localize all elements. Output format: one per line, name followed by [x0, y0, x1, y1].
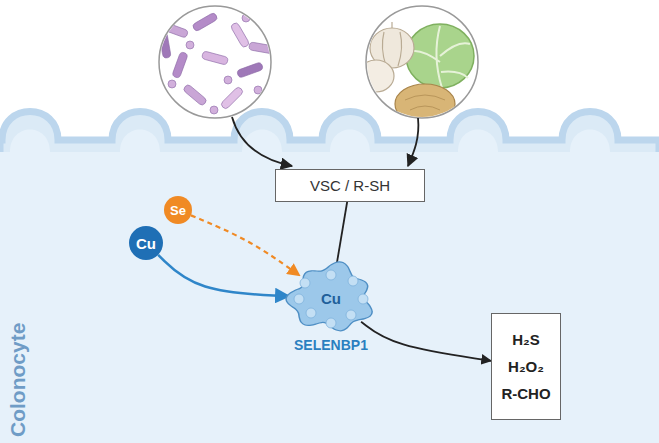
input-arrow — [408, 118, 418, 166]
ion-circle: Se — [164, 196, 192, 224]
product-label: H₂S — [512, 331, 540, 348]
illustration-part — [159, 6, 271, 118]
element-symbol: Se — [170, 203, 186, 218]
coccus — [254, 86, 262, 94]
connector-arrow — [191, 215, 300, 275]
illustration-part — [358, 22, 474, 124]
connector-arrow — [361, 322, 491, 361]
protein-body — [286, 262, 372, 331]
product-label: H₂O₂ — [508, 358, 544, 375]
bacterium — [249, 42, 276, 54]
bacterium — [161, 22, 188, 38]
cell-name: Colonocyte — [6, 323, 30, 437]
bacterium — [192, 12, 219, 32]
bacteria-inset — [159, 6, 276, 118]
protein-texture — [358, 294, 368, 304]
protein-texture — [294, 294, 304, 304]
protein-blob: CuSELENBP1 — [283, 261, 379, 353]
vegetable-inset — [358, 6, 478, 124]
connector-arrow — [158, 255, 289, 296]
protein-texture — [300, 278, 310, 288]
bacterium — [230, 22, 250, 49]
garlic — [358, 60, 394, 92]
bacterium — [236, 62, 263, 78]
cell-region: VSC / R-SHSeCuCuSELENBP1H₂SH₂O₂R-CHOColo… — [0, 95, 659, 443]
cell-cytoplasm — [0, 130, 659, 443]
input-arrow — [232, 117, 292, 166]
connector-arrow — [337, 202, 348, 265]
cabbage-veins — [410, 26, 470, 88]
coccus — [210, 106, 218, 114]
coccus — [224, 76, 232, 84]
box-label: VSC / R-SH — [310, 177, 390, 194]
onion — [395, 84, 455, 124]
coccus — [168, 80, 176, 88]
coccus — [186, 41, 194, 49]
process-box: VSC / R-SH — [275, 169, 425, 202]
protein-texture — [326, 270, 336, 280]
protein-texture — [346, 310, 356, 320]
cell-outline — [0, 112, 659, 443]
onion-lines — [405, 95, 445, 110]
protein-texture — [348, 276, 358, 286]
cabbage — [406, 24, 474, 88]
product-label: R-CHO — [501, 385, 550, 402]
bacterium — [172, 51, 188, 78]
protein-texture — [326, 318, 336, 328]
protein-texture — [306, 308, 316, 318]
bacterium — [182, 84, 207, 107]
bacterium — [159, 32, 171, 59]
garlic-lines — [382, 22, 401, 66]
metal-label: Cu — [321, 290, 341, 307]
bacterium — [201, 51, 228, 65]
ion-circle: Cu — [129, 226, 163, 260]
product-box: H₂S H₂O₂ R-CHO — [491, 313, 561, 420]
protein-name: SELENBP1 — [294, 337, 368, 353]
bacterium — [220, 86, 244, 110]
coccus — [242, 14, 250, 22]
illustration-part — [159, 12, 276, 114]
element-symbol: Cu — [136, 235, 156, 252]
